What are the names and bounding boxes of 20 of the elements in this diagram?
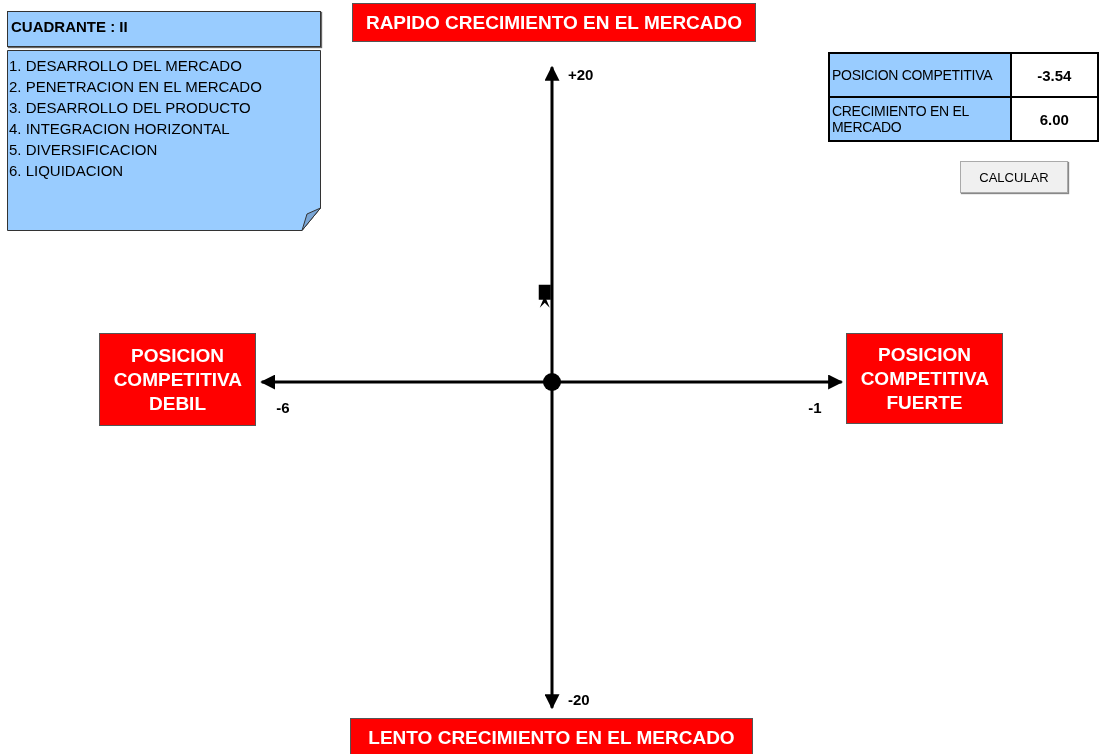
y-tick-label: +20 xyxy=(568,66,594,83)
quadrant-header: CUADRANTE : II xyxy=(7,11,321,47)
x-tick-label: -1 xyxy=(808,399,822,416)
x-tick-label: -6 xyxy=(276,399,290,416)
axis-label-box: RAPIDO CRECIMIENTO EN EL MERCADO xyxy=(352,3,756,42)
strategy-item: 4. INTEGRACION HORIZONTAL xyxy=(9,119,231,139)
strategy-item: 1. DESARROLLO DEL MERCADO xyxy=(9,56,243,76)
strategy-item: 2. PENETRACION EN EL MERCADO xyxy=(9,77,262,97)
table-cell: 6.00 xyxy=(1010,97,1098,141)
calculate-button: CALCULAR xyxy=(960,161,1068,193)
table-cell: -3.54 xyxy=(1010,53,1098,97)
y-tick-label: -20 xyxy=(568,691,590,708)
axis-label-box: LENTO CRECIMIENTO EN EL MERCADO xyxy=(350,718,753,754)
axis-label-box: POSICION COMPETITIVA FUERTE xyxy=(846,333,1003,424)
axis-label-box: POSICION COMPETITIVA DEBIL xyxy=(99,333,256,426)
strategy-item: 6. LIQUIDACION xyxy=(9,161,125,181)
table-cell: CRECIMIENTO EN EL MERCADO xyxy=(829,97,1011,141)
strategy-item: 3. DESARROLLO DEL PRODUCTO xyxy=(9,98,252,118)
strategy-item: 5. DIVERSIFICACION xyxy=(9,140,159,160)
table-cell: POSICION COMPETITIVA xyxy=(829,53,1011,97)
